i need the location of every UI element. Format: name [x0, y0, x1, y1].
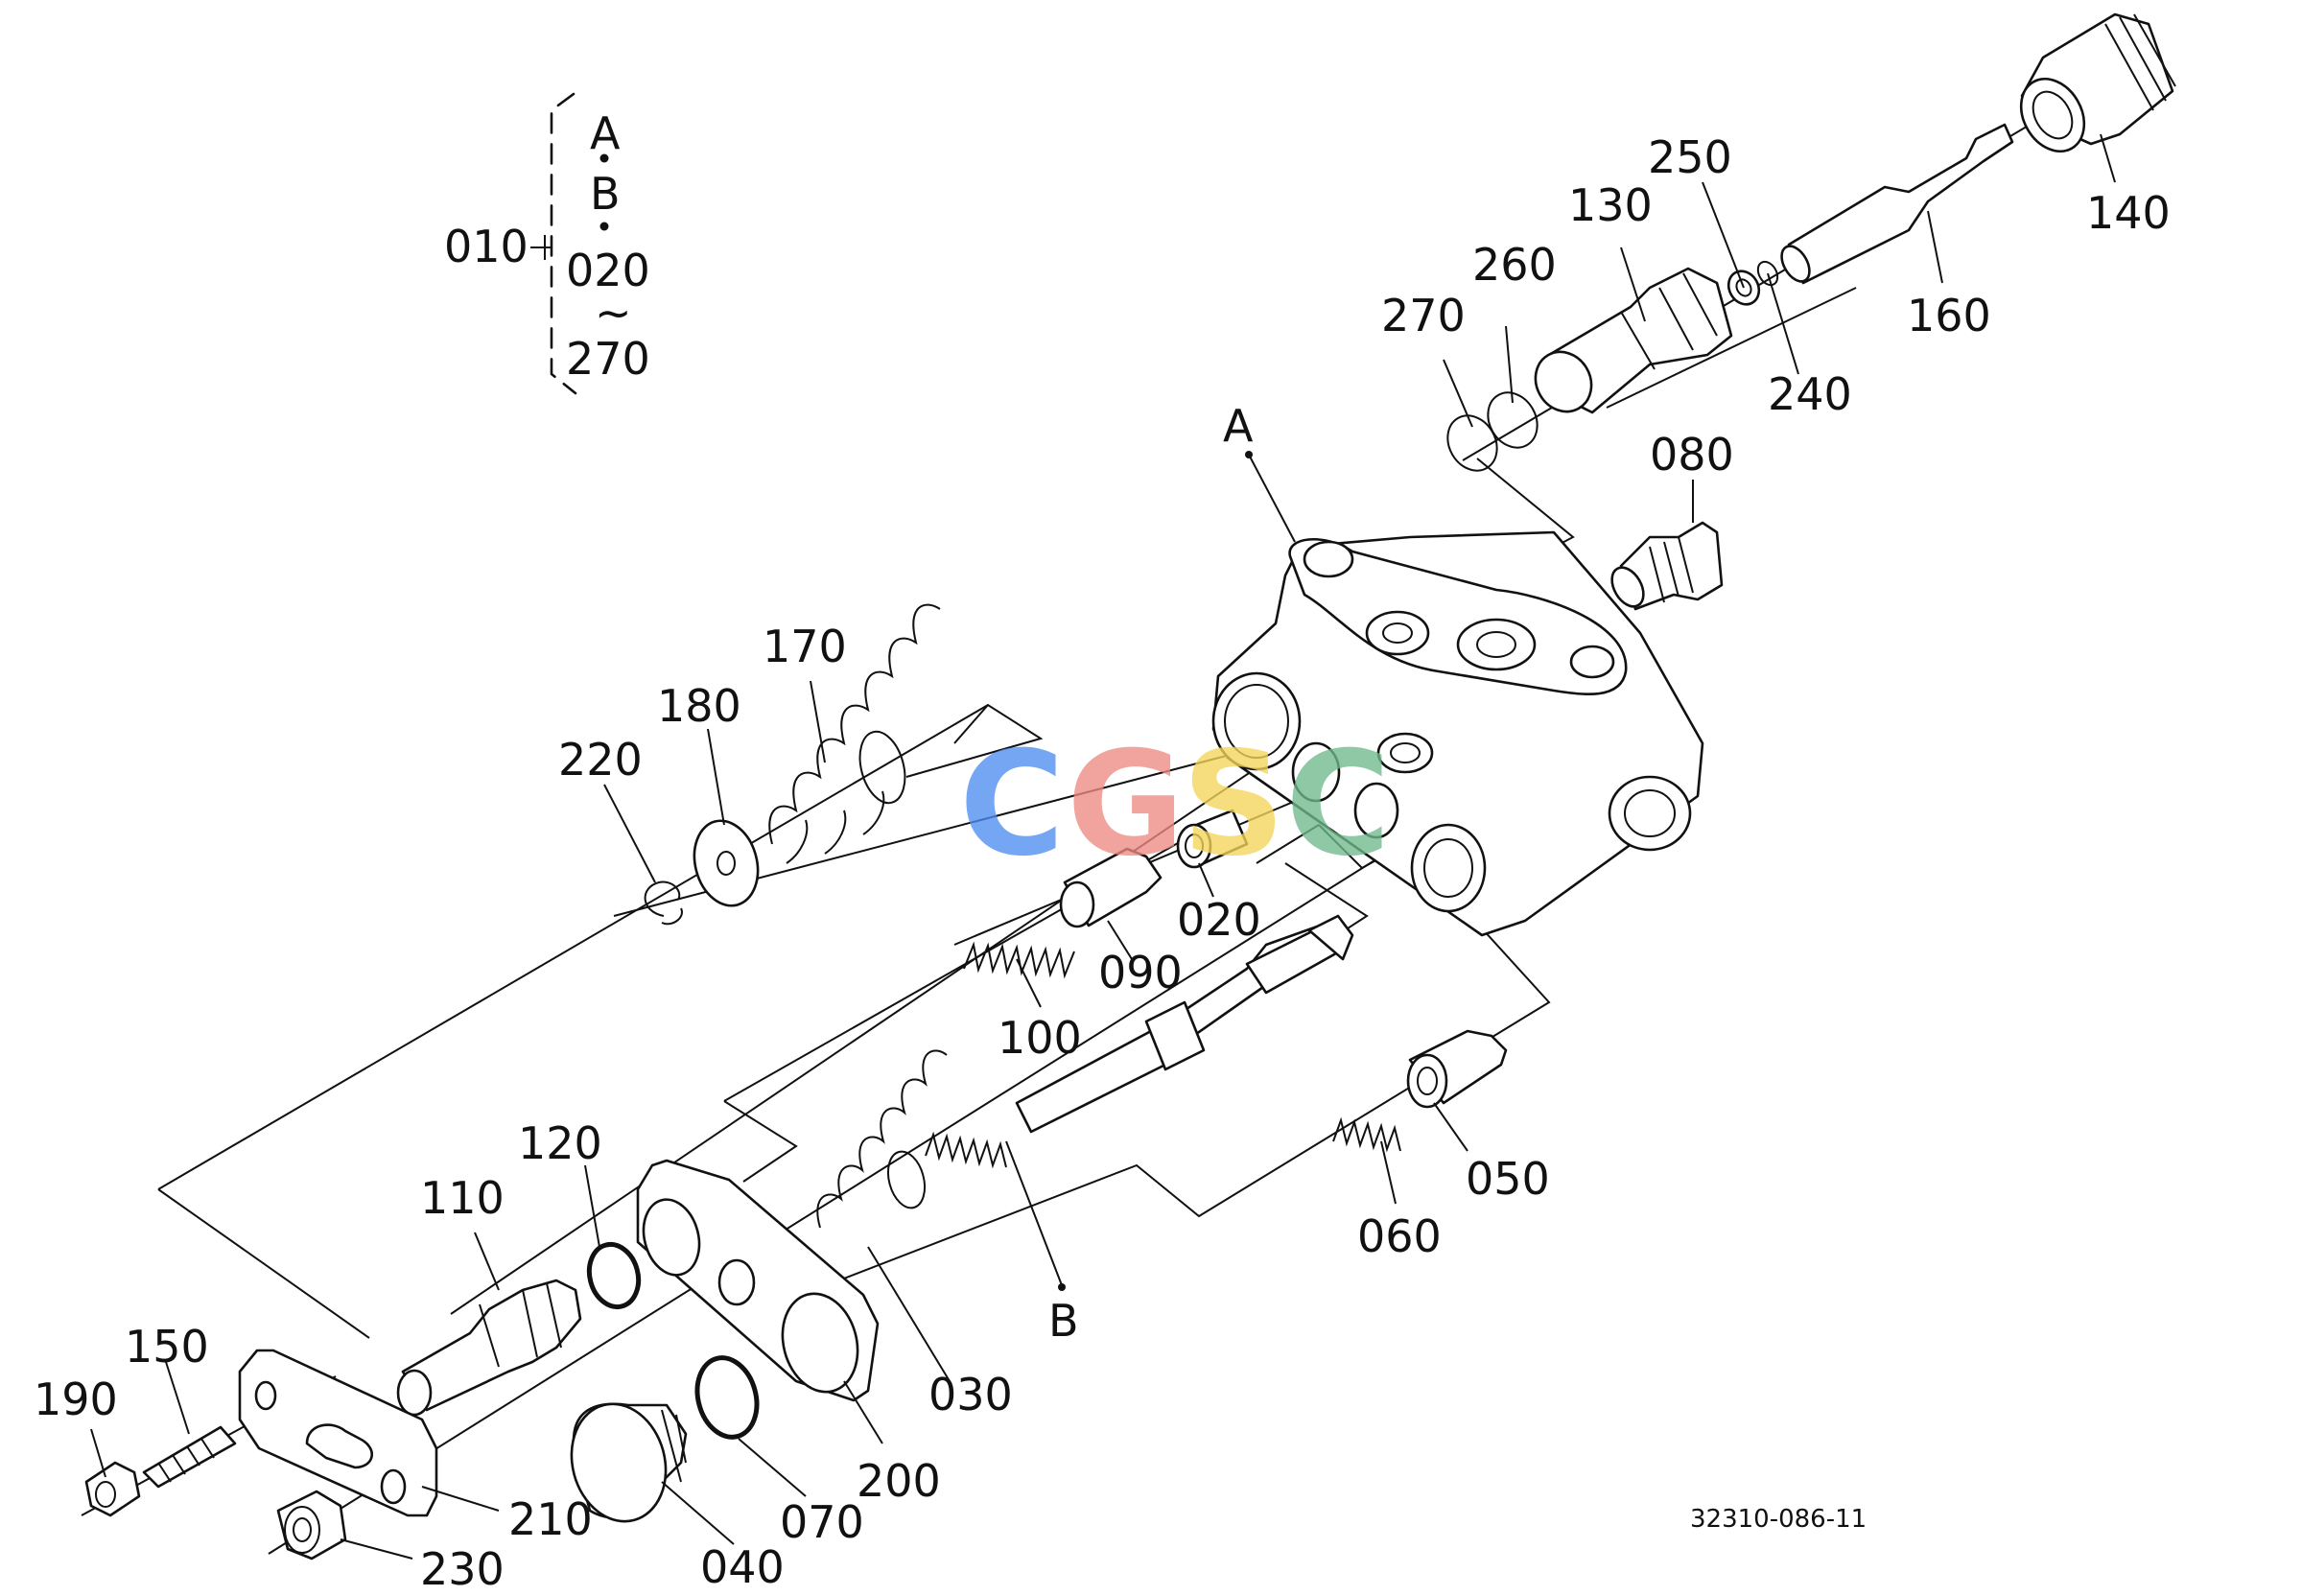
- callout-240: 240: [1768, 368, 1852, 420]
- part-230: [276, 1490, 347, 1561]
- bracket-item-tilde: ~: [595, 287, 632, 339]
- watermark-letter-3: S: [1182, 721, 1285, 888]
- bracket-item-270: 270: [566, 333, 650, 385]
- callout-180: 180: [657, 680, 741, 732]
- callout-150: 150: [125, 1321, 209, 1373]
- watermark-letter-1: C: [959, 721, 1065, 888]
- callout-020: 020: [1177, 894, 1261, 946]
- valve-body: [1211, 530, 1704, 937]
- watermark-letter-2: G: [1067, 721, 1185, 888]
- callout-040: 040: [700, 1541, 785, 1593]
- assembly-bracket: 010 A B 020 ~ 270: [444, 92, 650, 395]
- callout-260: 260: [1472, 239, 1557, 291]
- part-160: [1780, 123, 2014, 285]
- part-170: [768, 603, 941, 864]
- callout-labels: 020 030 040 050 060 070 080 090 100 110 …: [34, 131, 2171, 1595]
- part-020: [1176, 809, 1249, 869]
- callout-210: 210: [508, 1493, 593, 1545]
- part-090: [1059, 847, 1163, 928]
- callout-200: 200: [857, 1455, 941, 1507]
- part-080: [1610, 521, 1724, 611]
- callout-070: 070: [780, 1496, 864, 1548]
- part-200: [636, 1159, 880, 1402]
- callout-270: 270: [1381, 290, 1466, 341]
- part-140: [2019, 12, 2176, 153]
- part-240: [1756, 260, 1779, 287]
- part-050: [1406, 1029, 1508, 1109]
- part-210: [238, 1349, 438, 1517]
- callout-220: 220: [558, 734, 643, 786]
- bracket-item-020: 020: [566, 245, 650, 296]
- bracket-item-b: B: [590, 168, 621, 220]
- part-180: [693, 819, 760, 907]
- callout-250: 250: [1648, 131, 1732, 183]
- part-110: [396, 1279, 582, 1417]
- callout-050: 050: [1466, 1153, 1550, 1205]
- callout-120: 120: [518, 1117, 602, 1169]
- callout-110: 110: [420, 1172, 505, 1224]
- part-120: [586, 1241, 642, 1310]
- part-130: [1534, 267, 1733, 414]
- callout-080: 080: [1650, 429, 1734, 481]
- part-150: [142, 1425, 237, 1489]
- part-220: [644, 880, 683, 926]
- callout-090: 090: [1098, 947, 1183, 998]
- callout-230: 230: [420, 1543, 505, 1595]
- part-100: [963, 941, 1075, 979]
- part-040: [570, 1402, 688, 1523]
- callout-030: 030: [928, 1369, 1013, 1420]
- part-270: [1446, 414, 1498, 472]
- callout-100: 100: [998, 1012, 1082, 1064]
- spool: [925, 914, 1354, 1169]
- callout-140: 140: [2086, 187, 2171, 239]
- callout-160: 160: [1907, 290, 1991, 341]
- callout-060: 060: [1357, 1210, 1442, 1262]
- part-030-spring: [816, 1049, 948, 1229]
- leader-lines: [90, 133, 2116, 1560]
- watermark: C G S C: [959, 721, 1391, 888]
- bracket-item-a: A: [590, 107, 621, 159]
- watermark-letter-4: C: [1285, 721, 1391, 888]
- callout-170: 170: [763, 621, 847, 672]
- callout-130: 130: [1568, 179, 1653, 231]
- part-070: [694, 1355, 760, 1440]
- bracket-label: 010: [444, 221, 529, 272]
- reference-a: A: [1223, 400, 1254, 452]
- part-190: [84, 1461, 141, 1517]
- drawing-number: 32310-086-11: [1690, 1505, 1867, 1534]
- callout-190: 190: [34, 1373, 118, 1425]
- part-060: [1332, 1116, 1401, 1153]
- reference-b: B: [1048, 1295, 1079, 1347]
